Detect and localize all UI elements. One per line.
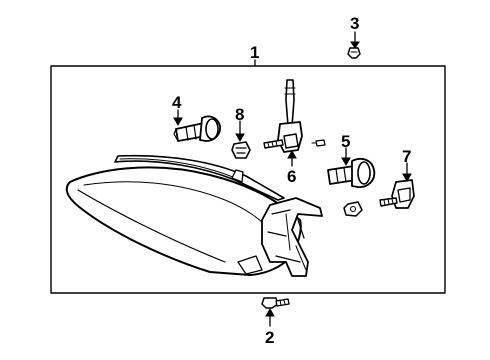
assembly-frame [50,65,446,294]
callout-3: 3 [350,14,359,33]
nut [343,201,363,217]
callout-7: 7 [402,147,411,166]
clip-part-8 [231,141,251,159]
headlamp-housing [65,154,323,277]
leader-lines [173,31,412,327]
callout-2: 2 [265,328,274,347]
bolt-part-2 [261,297,290,309]
bulb-part-4 [173,115,221,142]
callout-1: 1 [250,43,259,62]
adjuster-part-6 [263,79,326,153]
callout-5: 5 [341,132,350,151]
bulb-part-5 [327,157,376,188]
adjuster-part-7 [379,179,415,209]
callout-6: 6 [287,167,296,186]
callout-8: 8 [235,105,244,124]
screw-part-3 [347,47,361,59]
callout-4: 4 [172,93,182,112]
